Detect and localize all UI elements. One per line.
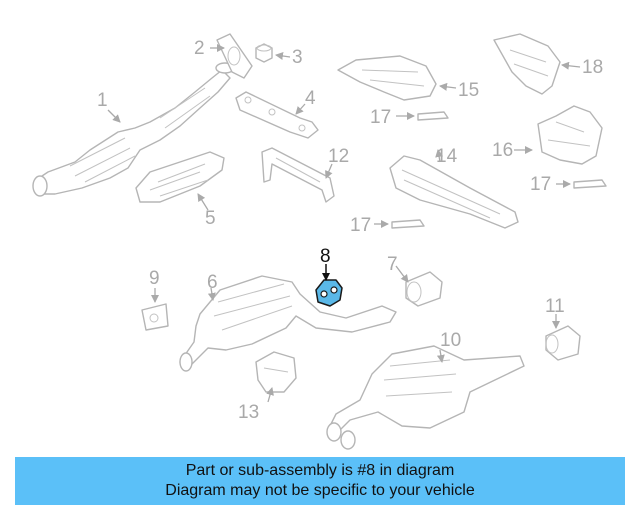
callout-5: 5: [205, 208, 216, 229]
part-17-clip-c[interactable]: [391, 219, 425, 229]
callout-13: 13: [238, 402, 259, 423]
callout-7: 7: [387, 254, 398, 275]
callout-17-b: 17: [530, 174, 551, 195]
part-2-gasket[interactable]: [216, 33, 253, 79]
exploded-parts-diagram: 1 2 3 4 5 6 7 8 9 10 11 12 13 14 15 16 1…: [32, 33, 607, 450]
part-5-heat-shield[interactable]: [135, 151, 225, 203]
part-15-heat-shield[interactable]: [337, 55, 437, 101]
callout-14: 14: [436, 146, 458, 167]
callout-17-a: 17: [370, 107, 391, 128]
part-13-bracket[interactable]: [255, 351, 297, 393]
part-16-heat-shield[interactable]: [537, 105, 603, 165]
part-14-heat-shield[interactable]: [389, 155, 519, 229]
part-12-bracket[interactable]: [261, 147, 335, 203]
callout-8: 8: [320, 246, 331, 267]
banner-line-part: Part or sub-assembly is #8 in diagram: [185, 462, 455, 479]
leader-lines: [107, 44, 581, 403]
part-8-hanger-highlighted[interactable]: [315, 279, 343, 307]
part-11-clamp[interactable]: [545, 325, 581, 361]
part-10-muffler-dual-tips[interactable]: [326, 345, 525, 450]
part-18-heat-shield[interactable]: [493, 33, 561, 95]
callout-17-c: 17: [350, 215, 371, 236]
callout-4: 4: [305, 88, 316, 109]
callout-6: 6: [207, 272, 218, 293]
part-17-clip-b[interactable]: [573, 179, 607, 189]
info-banner: Part or sub-assembly is #8 in diagram Di…: [15, 457, 625, 505]
banner-line-disclaimer: Diagram may not be specific to your vehi…: [165, 482, 475, 499]
part-6-rear-muffler[interactable]: [179, 275, 397, 372]
callout-9: 9: [149, 268, 160, 289]
part-3-nut[interactable]: [255, 43, 273, 63]
callout-15: 15: [458, 80, 479, 101]
callout-11: 11: [545, 296, 565, 317]
part-4-bracket[interactable]: [235, 91, 319, 139]
callout-16: 16: [492, 140, 513, 161]
callout-3: 3: [292, 47, 303, 68]
callout-12: 12: [328, 146, 349, 167]
part-9-hanger[interactable]: [141, 303, 169, 331]
callout-1: 1: [97, 90, 108, 111]
part-1-catalytic-converter-pipe[interactable]: [32, 62, 235, 197]
part-7-clamp[interactable]: [405, 271, 443, 307]
callout-2: 2: [194, 38, 205, 59]
callout-18: 18: [582, 57, 603, 78]
part-17-clip-a[interactable]: [417, 111, 449, 121]
callout-10: 10: [440, 330, 461, 351]
